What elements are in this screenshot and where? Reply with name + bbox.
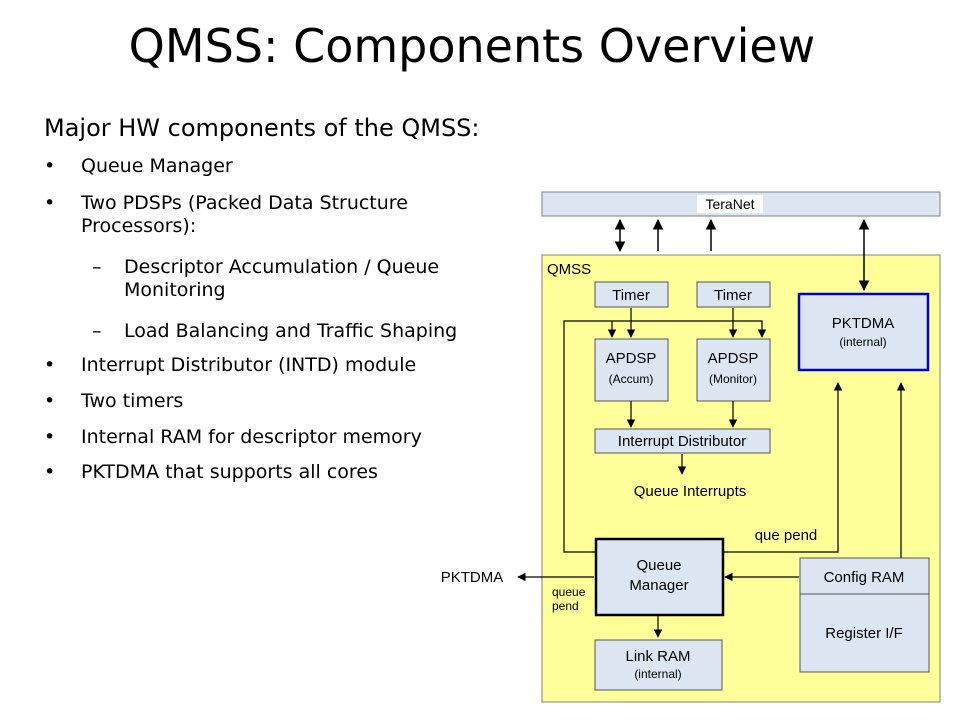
apdsp-accum-sub: (Accum)	[609, 372, 654, 386]
pktdma-internal-sub: (internal)	[839, 335, 886, 349]
page-title: QMSS: Components Overview	[128, 19, 816, 73]
sub-bullet-text: Descriptor Accumulation / Queue Monitori…	[124, 256, 440, 301]
apdsp-monitor-title: APDSP	[708, 350, 759, 367]
timer-1-box	[594, 281, 669, 308]
bullet-marker: •	[44, 390, 56, 412]
bullet-marker: •	[44, 426, 56, 448]
bullet-marker: •	[44, 192, 56, 214]
timer-2-label: Timer	[714, 287, 752, 304]
bullet-text: Internal RAM for descriptor memory	[81, 426, 422, 448]
queue-manager-box	[594, 537, 725, 617]
bullet-marker: •	[44, 354, 56, 376]
apdsp-accum-title: APDSP	[606, 350, 657, 367]
queue-manager-line2: Manager	[629, 577, 688, 594]
subtitle: Major HW components of the QMSS:	[44, 114, 480, 142]
apdsp-monitor-box	[696, 338, 771, 402]
interrupt-distributor-label: Interrupt Distributor	[618, 433, 746, 450]
teranet-label-bg	[697, 195, 763, 213]
que-pend-label: que pend	[755, 527, 818, 544]
bullet-marker: •	[44, 155, 56, 177]
queue-manager-line1: Queue	[636, 557, 681, 574]
apdsp-monitor-sub: (Monitor)	[709, 372, 757, 386]
pktdma-internal-title: PKTDMA	[832, 315, 895, 332]
bullet-marker: •	[44, 461, 56, 483]
qmss-label: QMSS	[547, 261, 591, 278]
timer-1-label: Timer	[612, 287, 650, 304]
pktdma-internal-box	[797, 292, 930, 372]
bullet-text: Two timers	[81, 390, 184, 412]
register-if-label: Register I/F	[825, 625, 903, 642]
queue-feedback-line	[563, 320, 767, 553]
pktdma-external-label: PKTDMA	[441, 569, 504, 586]
que-pend-line	[723, 382, 843, 553]
timer-2-box	[696, 281, 771, 308]
config-register-box	[799, 557, 930, 673]
bullet-text: Interrupt Distributor (INTD) module	[81, 354, 417, 376]
bullet-text: Queue Manager	[81, 155, 233, 177]
queue-interrupts-label: Queue Interrupts	[634, 483, 747, 500]
queue-pend-line2: pend	[552, 599, 579, 613]
bullet-text: PKTDMA that supports all cores	[81, 461, 378, 483]
link-ram-box	[594, 639, 723, 691]
queue-pend-line1: queue	[552, 585, 586, 599]
apdsp-accum-box	[594, 338, 669, 402]
bullet-text: Two PDSPs (Packed Data Structure Process…	[81, 192, 408, 237]
sub-bullet-text: Load Balancing and Traffic Shaping	[124, 320, 458, 342]
sub-bullet-marker: –	[92, 256, 102, 278]
interrupt-distributor-box	[594, 428, 771, 454]
link-ram-title: Link RAM	[625, 648, 690, 665]
config-ram-label: Config RAM	[824, 569, 905, 586]
link-ram-sub: (internal)	[634, 667, 681, 681]
teranet-label: TeraNet	[705, 196, 754, 212]
sub-bullet-marker: –	[92, 320, 102, 342]
